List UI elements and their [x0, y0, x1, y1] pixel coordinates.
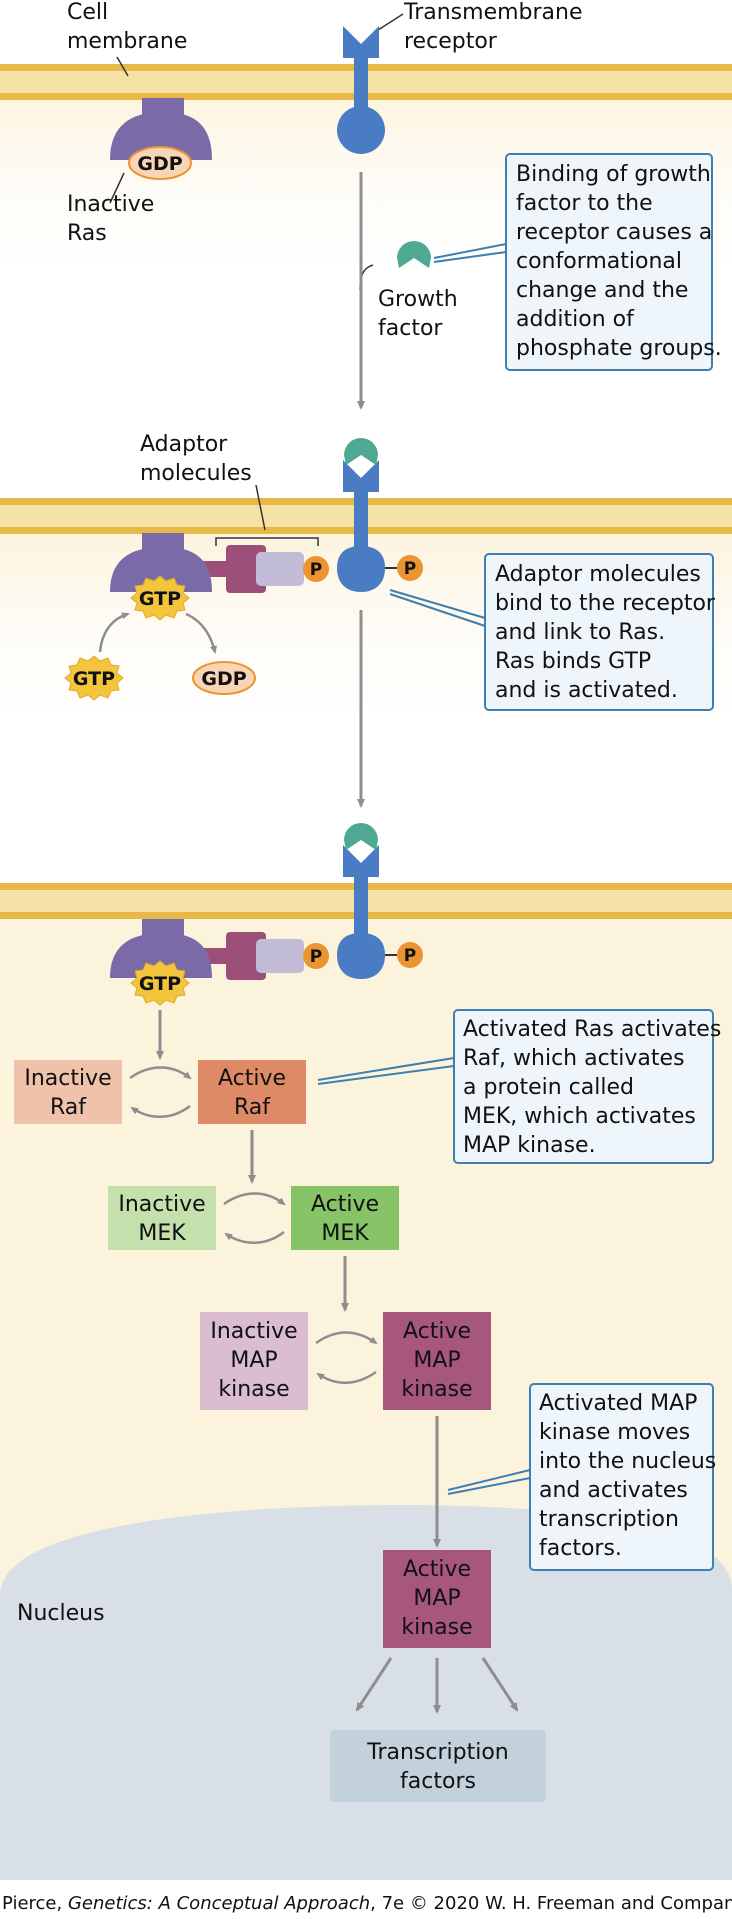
active-mek-box	[291, 1186, 399, 1250]
mek-inactivation-arrow	[224, 1231, 285, 1244]
ras-icon	[110, 919, 212, 978]
gdp-release-arrow	[185, 612, 217, 654]
svg-text:P: P	[404, 946, 416, 966]
phosphate-icon: P	[303, 556, 329, 582]
nucleus-label: Nucleus	[17, 1601, 105, 1626]
svg-text:GTP: GTP	[139, 973, 181, 995]
tf-arrow-left	[355, 1657, 393, 1712]
adaptor-icon	[196, 932, 304, 980]
phosphate-icon: P	[397, 555, 423, 581]
ras-icon	[110, 98, 212, 160]
growth-factor-icon	[344, 438, 378, 465]
growth-factor-icon	[397, 241, 431, 268]
map-inactivation-arrow	[316, 1370, 377, 1384]
svg-text:GTP: GTP	[73, 668, 115, 690]
svg-text:P: P	[310, 947, 322, 967]
svg-text:P: P	[404, 559, 416, 579]
receptor-icon	[337, 845, 385, 979]
figure-credit: Pierce, Genetics: A Conceptual Approach,…	[2, 1893, 732, 1914]
callout-1	[505, 153, 713, 371]
inactive-map-kinase-box	[200, 1312, 308, 1410]
active-map-kinase-box	[383, 1312, 491, 1410]
callout-2-text: Adaptor molecules bind to the receptor a…	[495, 562, 722, 703]
gdp-icon: GDP	[192, 661, 256, 695]
tf-arrow-right	[481, 1657, 519, 1712]
callout-3-pointer	[317, 1057, 455, 1081]
callout-4-text: Activated MAP kinase moves into the nucl…	[539, 1391, 723, 1561]
svg-text:GDP: GDP	[137, 153, 182, 175]
raf-activation-arrow	[129, 1066, 192, 1080]
gtp-icon: GTP	[64, 655, 124, 701]
map-activation-arrow	[315, 1331, 378, 1345]
callout-2-pointer	[389, 589, 486, 619]
callout-3-text: Activated Ras activates Raf, which activ…	[463, 1017, 728, 1158]
cell-membrane-leader	[116, 56, 129, 77]
callout-1-text: Binding of growth factor to the receptor…	[516, 162, 722, 361]
active-raf-box	[198, 1060, 306, 1124]
inactive-mek-box	[108, 1186, 216, 1250]
adaptor-leader	[255, 484, 266, 531]
callout-4	[529, 1383, 714, 1571]
adaptor-bracket	[215, 537, 319, 546]
receptor-icon	[337, 26, 385, 154]
phosphate-icon: P	[303, 943, 329, 969]
callout-1-pointer	[433, 243, 507, 259]
svg-text:GDP: GDP	[201, 668, 246, 690]
transcription-factors-box	[330, 1730, 546, 1802]
callout-3	[453, 1009, 714, 1164]
mek-activation-arrow	[223, 1192, 286, 1206]
callout-2	[484, 553, 714, 711]
gtp-icon: GTP	[130, 575, 190, 621]
receptor-leader	[377, 13, 404, 31]
gtp-icon: GTP	[130, 960, 190, 1006]
growth-factor-icon	[344, 823, 378, 850]
receptor-icon	[337, 460, 385, 592]
nucleus	[0, 1505, 732, 1880]
inactive-ras-leader	[109, 172, 125, 204]
gtp-binding-arrow	[98, 612, 130, 653]
phosphate-icon: P	[397, 942, 423, 968]
inactive-raf-box	[14, 1060, 122, 1124]
gdp-icon: GDP	[128, 146, 192, 180]
svg-text:P: P	[310, 560, 322, 580]
raf-inactivation-arrow	[130, 1105, 191, 1118]
ras-icon	[110, 533, 212, 592]
callout-4-pointer	[447, 1469, 531, 1491]
svg-text:GTP: GTP	[139, 588, 181, 610]
adaptor-icon	[196, 545, 304, 593]
nuclear-map-kinase-box	[383, 1550, 491, 1648]
